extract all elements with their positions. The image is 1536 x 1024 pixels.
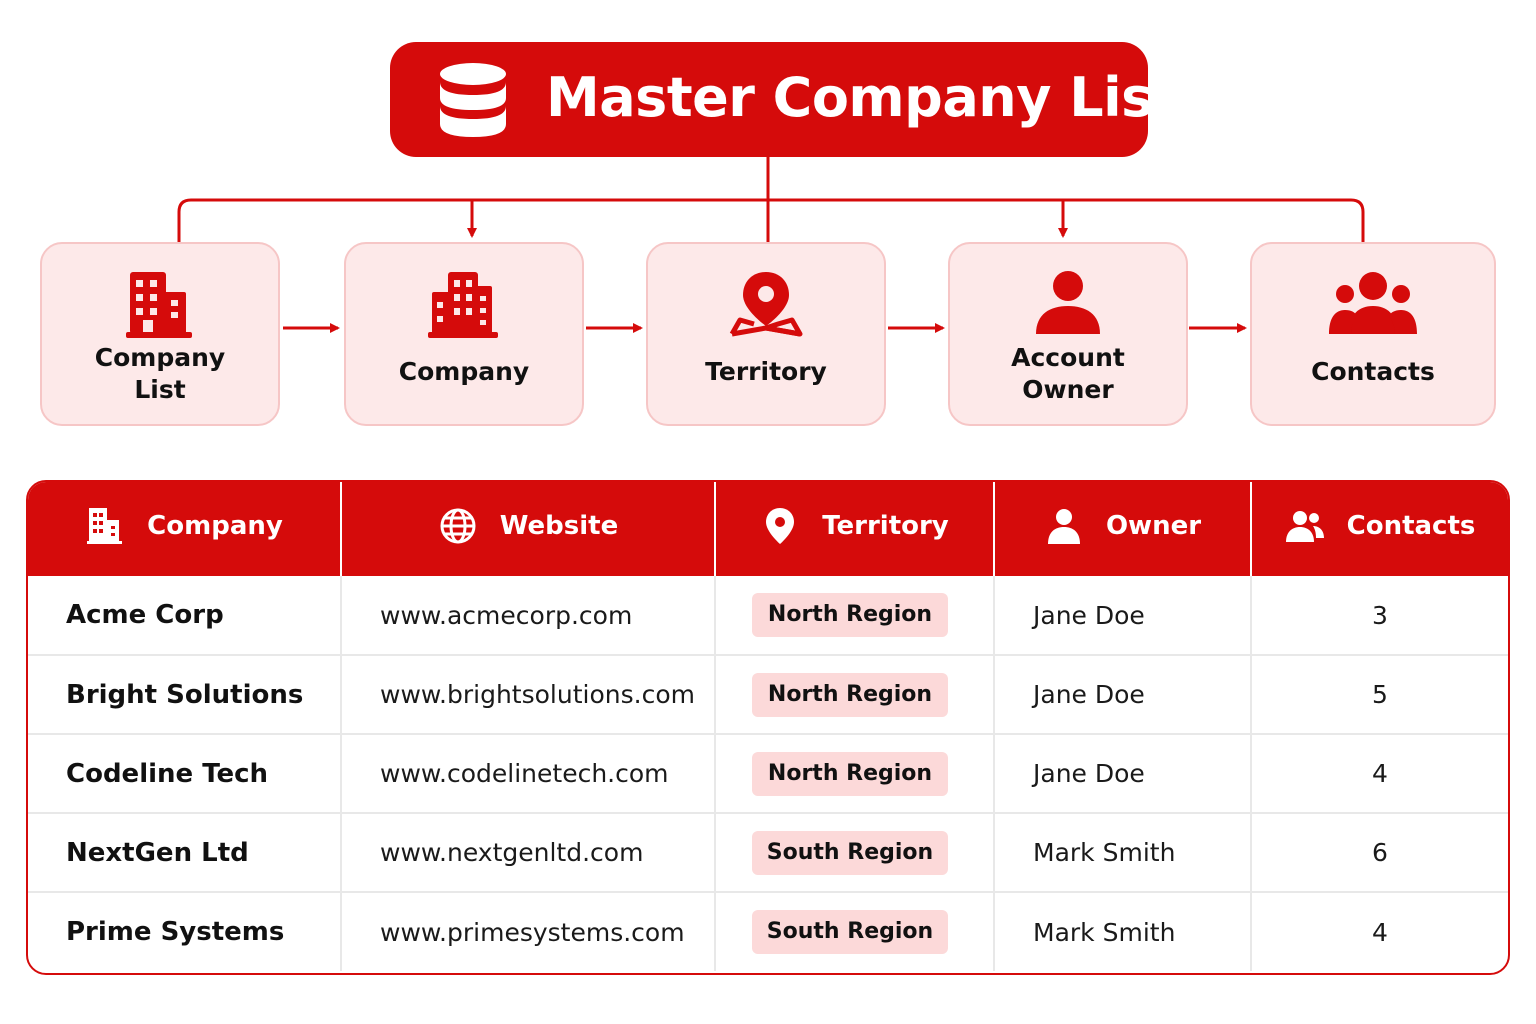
map-pin-icon xyxy=(729,272,803,337)
column-header-company[interactable]: Company xyxy=(28,482,342,576)
building-icon xyxy=(87,507,123,544)
map-pin-icon xyxy=(766,507,795,544)
owner-cell: Jane Doe xyxy=(994,654,1252,734)
flow-node-label: Company xyxy=(398,357,530,386)
region-badge: North Region xyxy=(752,672,948,717)
owner-cell: Mark Smith xyxy=(994,891,1252,971)
column-header-territory[interactable]: Territory xyxy=(715,482,995,576)
company-cell: Prime Systems xyxy=(28,891,342,971)
column-header-label: Contacts xyxy=(1346,510,1476,541)
company-table: Company xyxy=(26,480,1510,975)
website-cell[interactable]: www.codelinetech.com xyxy=(341,733,716,813)
office-building-icon xyxy=(428,272,498,338)
users-icon xyxy=(1285,510,1324,542)
master-company-list-banner: Master Company List xyxy=(390,42,1179,157)
territory-cell: South Region xyxy=(715,812,995,892)
company-cell: NextGen Ltd xyxy=(28,812,342,892)
table-row[interactable]: Bright Solutions www.brightsolutions.com… xyxy=(28,654,1508,734)
database-icon xyxy=(440,63,506,137)
company-cell: Codeline Tech xyxy=(28,733,342,813)
column-header-label: Territory xyxy=(822,510,949,541)
contacts-count-cell: 5 xyxy=(1251,654,1508,734)
territory-cell: North Region xyxy=(715,576,995,655)
flow-node-company-list: Company List xyxy=(40,242,280,426)
flow-node-company: Company xyxy=(344,242,584,426)
user-icon xyxy=(1036,271,1100,334)
column-header-website[interactable]: Website xyxy=(341,482,716,576)
flow-node-contacts: Contacts xyxy=(1250,242,1496,426)
territory-cell: South Region xyxy=(715,891,995,971)
contacts-count-cell: 4 xyxy=(1251,891,1508,971)
column-header-label: Company xyxy=(147,510,283,541)
flow-node-label: Account Owner xyxy=(1011,343,1125,404)
website-cell[interactable]: www.nextgenltd.com xyxy=(341,812,716,892)
table-row[interactable]: Acme Corp www.acmecorp.com North Region … xyxy=(28,576,1508,655)
website-cell[interactable]: www.brightsolutions.com xyxy=(341,654,716,734)
users-group-icon xyxy=(1329,272,1417,334)
flow-node-label: Contacts xyxy=(1311,357,1435,386)
owner-cell: Mark Smith xyxy=(994,812,1252,892)
website-cell[interactable]: www.acmecorp.com xyxy=(341,576,716,655)
table-row[interactable]: Codeline Tech www.codelinetech.com North… xyxy=(28,733,1508,813)
company-table-grid: Company xyxy=(28,482,1508,971)
contacts-count-cell: 6 xyxy=(1251,812,1508,892)
contacts-count-cell: 3 xyxy=(1372,600,1388,630)
website-cell[interactable]: www.primesystems.com xyxy=(341,891,716,971)
user-icon xyxy=(1047,508,1080,544)
column-header-label: Website xyxy=(499,510,619,541)
column-header-owner[interactable]: Owner xyxy=(994,482,1252,576)
territory-cell: North Region xyxy=(715,654,995,734)
owner-cell: Jane Doe xyxy=(994,576,1252,655)
company-cell: Bright Solutions xyxy=(28,654,342,734)
contacts-count-cell: 4 xyxy=(1251,733,1508,813)
region-badge: North Region xyxy=(752,751,948,796)
region-badge: South Region xyxy=(752,910,948,954)
table-row[interactable]: Prime Systems www.primesystems.com South… xyxy=(28,891,1508,971)
column-header-contacts[interactable]: Contacts xyxy=(1251,482,1508,576)
table-row[interactable]: NextGen Ltd www.nextgenltd.com South Reg… xyxy=(28,812,1508,892)
column-header-label: Owner xyxy=(1105,510,1202,541)
building-icon xyxy=(126,272,192,338)
company-cell: Acme Corp xyxy=(28,576,342,655)
territory-cell: North Region xyxy=(715,733,995,813)
flow-node-label: Company List xyxy=(94,343,226,404)
flow-node-account-owner: Account Owner xyxy=(948,242,1188,426)
table-header-row: Company xyxy=(28,482,1508,576)
region-badge: South Region xyxy=(752,830,948,875)
flow-node-territory: Territory xyxy=(646,242,886,426)
globe-icon xyxy=(440,508,476,543)
flow-node-label: Territory xyxy=(705,357,827,386)
banner-title: Master Company List xyxy=(546,66,1179,129)
region-badge: North Region xyxy=(752,593,948,637)
owner-cell: Jane Doe xyxy=(994,733,1252,813)
